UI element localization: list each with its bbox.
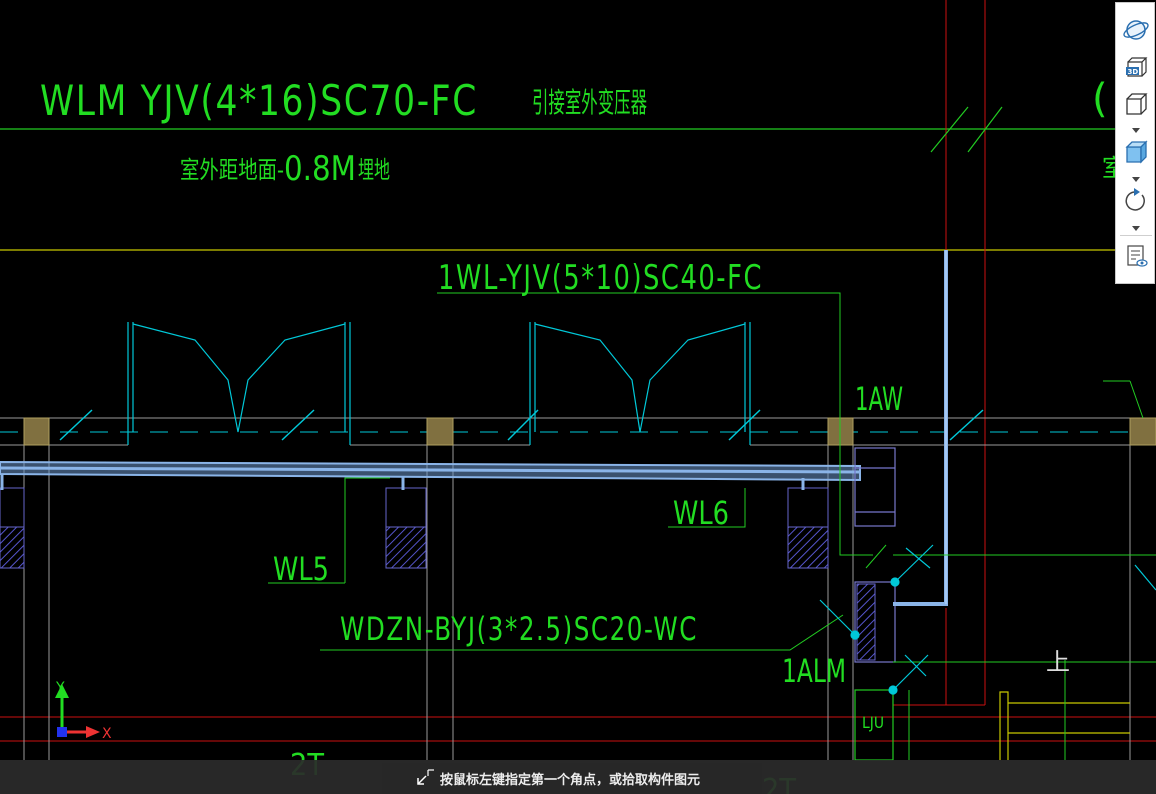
switch-symbols[interactable] <box>819 544 1156 695</box>
rotate-icon[interactable] <box>1122 187 1150 213</box>
wall-ticks <box>59 409 984 441</box>
label-cable-1wl[interactable]: 1WL-YJV(5*10)SC40-FC <box>438 258 763 298</box>
toolbar-separator <box>1120 235 1152 236</box>
3d-view-icon[interactable]: 3D <box>1122 54 1150 80</box>
column-1[interactable] <box>23 417 50 446</box>
ucs-y-label: Y <box>55 680 65 696</box>
break-mark-2 <box>967 106 1003 153</box>
leader-lines <box>268 292 1156 663</box>
label-cable-wdzn[interactable]: WDZN-BYJ(3*2.5)SC20-WC <box>340 610 698 648</box>
window-select-cursor-icon <box>414 766 436 788</box>
label-panel-lju[interactable]: LJU <box>862 713 884 732</box>
label-panel-1aw[interactable]: 1AW <box>855 380 903 418</box>
ucs-axis-icon: Y X <box>55 680 112 742</box>
command-prompt-text: 按鼠标左键指定第一个角点，或拾取构件图元 <box>440 773 701 788</box>
light-fixture-1[interactable] <box>0 487 25 569</box>
label-right-edge-1[interactable]: ( <box>1092 76 1108 122</box>
label-circuit-wl6[interactable]: WL6 <box>673 494 729 532</box>
break-mark-1 <box>930 106 969 153</box>
rotate-dropdown-arrow-icon[interactable] <box>1130 220 1142 231</box>
panel-1alm-box[interactable] <box>854 581 896 663</box>
riser-conduit-selected[interactable] <box>893 250 948 606</box>
command-prompt-bar: 按鼠标左键指定第一个角点，或拾取构件图元 <box>0 760 1156 794</box>
label-feeder-main[interactable]: WLM YJV(4*16)SC70-FC <box>40 76 478 125</box>
label-burial-suffix[interactable]: 埋地 <box>358 156 390 184</box>
label-burial-prefix[interactable]: 室外距地面- <box>180 156 284 184</box>
shaded-cube-icon[interactable] <box>1122 139 1150 165</box>
stair-outline[interactable] <box>999 691 1130 760</box>
shaded-dropdown-arrow-icon[interactable] <box>1130 171 1142 182</box>
orbit-icon[interactable] <box>1122 17 1150 43</box>
view-navigation-toolbar: 3D <box>1115 2 1155 284</box>
label-burial-depth[interactable]: 0.8M <box>284 149 356 189</box>
window-1[interactable] <box>127 322 351 445</box>
svg-text:3D: 3D <box>1128 68 1139 76</box>
label-up-mark[interactable]: 上 <box>1046 648 1070 676</box>
label-circuit-wl5[interactable]: WL5 <box>273 550 329 588</box>
label-feeder-note[interactable]: 引接室外变压器 <box>532 86 647 119</box>
properties-view-icon[interactable] <box>1122 243 1150 269</box>
window-2[interactable] <box>529 322 751 445</box>
light-fixture-2[interactable] <box>385 487 427 569</box>
wireframe-cube-icon[interactable] <box>1122 91 1150 117</box>
panel-1aw-box[interactable] <box>854 447 896 527</box>
label-panel-1alm[interactable]: 1ALM <box>782 652 846 690</box>
selected-conduit-wl[interactable] <box>0 460 861 490</box>
light-fixture-3[interactable] <box>787 487 829 569</box>
ucs-x-label: X <box>102 726 112 742</box>
wireframe-dropdown-arrow-icon[interactable] <box>1130 122 1142 133</box>
column-2[interactable] <box>426 417 454 446</box>
column-4[interactable] <box>1129 417 1156 446</box>
